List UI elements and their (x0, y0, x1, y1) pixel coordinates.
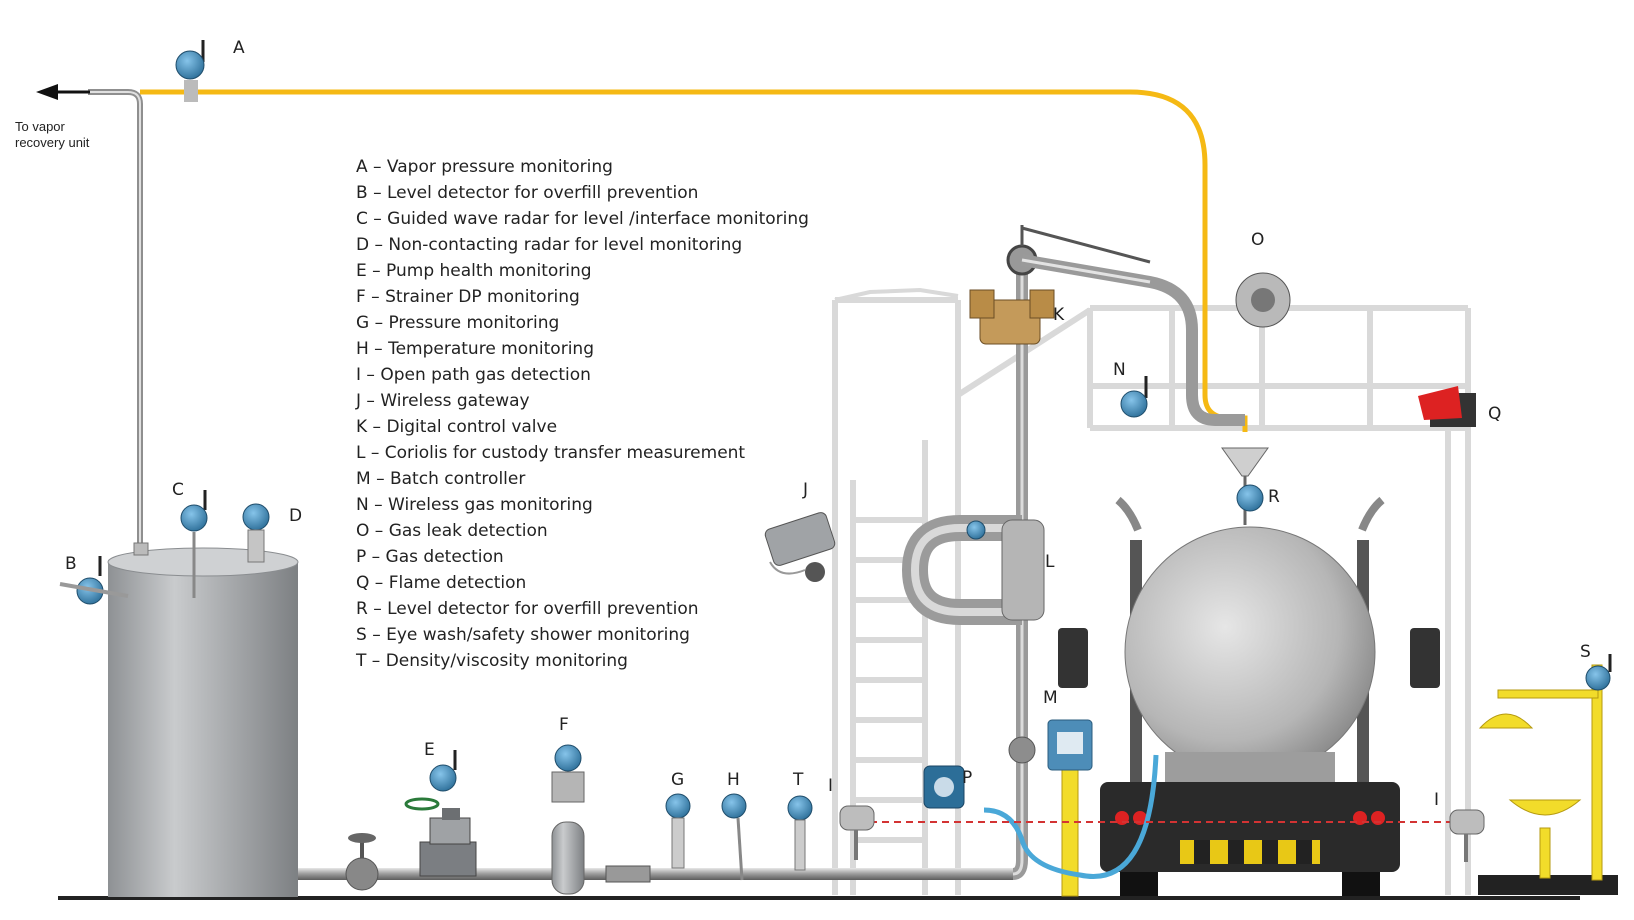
legend-item: P – Gas detection (356, 547, 504, 567)
digital-control-valve (969, 289, 1055, 345)
transmitter-f (551, 744, 585, 803)
transmitter-s (1585, 654, 1612, 691)
transmitter-e (404, 750, 457, 811)
tag-o: O (1251, 230, 1265, 250)
tag-t: T (793, 770, 804, 790)
legend-item: J – Wireless gateway (356, 391, 530, 411)
legend-item: A – Vapor pressure monitoring (356, 157, 613, 177)
legend-item: E – Pump health monitoring (356, 261, 592, 281)
legend-item: T – Density/viscosity monitoring (356, 651, 628, 671)
legend-item: D – Non-contacting radar for level monit… (356, 235, 743, 255)
vent-pipe (88, 89, 143, 545)
legend-item: N – Wireless gas monitoring (356, 495, 593, 515)
tag-i-left: I (828, 776, 834, 796)
transmitter-c (180, 490, 208, 598)
legend-item: K – Digital control valve (356, 417, 558, 437)
tag-g: G (671, 770, 685, 790)
tag-i-right: I (1434, 790, 1440, 810)
legend-item: Q – Flame detection (356, 573, 527, 593)
tag-k: K (1053, 305, 1065, 325)
transmitter-d (242, 503, 270, 563)
legend-item: F – Strainer DP monitoring (356, 287, 580, 307)
legend-item: R – Level detector for overfill preventi… (356, 599, 699, 619)
tag-e: E (424, 740, 435, 760)
tag-s: S (1580, 642, 1591, 662)
vent-pipe-highlight (88, 91, 141, 545)
loading-arm (1006, 225, 1269, 525)
gas-leak-detector (1235, 272, 1291, 328)
legend-item: C – Guided wave radar for level /interfa… (356, 209, 809, 229)
legend-item: O – Gas leak detection (356, 521, 548, 541)
process-pipe (298, 868, 1013, 880)
transmitter-a (175, 40, 205, 102)
open-path-detector-2 (1449, 809, 1485, 862)
tag-a: A (233, 38, 245, 58)
transmitter-l (966, 520, 986, 540)
pump (419, 808, 477, 877)
tag-b: B (65, 554, 77, 574)
strainer (551, 821, 651, 895)
transmitter-r (1236, 484, 1264, 512)
tag-n: N (1113, 360, 1126, 380)
vapor-arrow-icon (36, 84, 58, 100)
transmitter-g (665, 793, 691, 869)
grounding-cable (983, 754, 1159, 879)
gas-detector-p (923, 765, 965, 809)
transmitter-h (721, 793, 747, 881)
tag-m: M (1043, 688, 1058, 708)
tag-f: F (559, 715, 569, 735)
tank-truck (1058, 496, 1440, 896)
safety-shower-station (1478, 664, 1618, 895)
tag-r: R (1268, 487, 1280, 507)
legend-item: M – Batch controller (356, 469, 526, 489)
legend-item: B – Level detector for overfill preventi… (356, 183, 699, 203)
tag-d: D (289, 506, 303, 526)
block-valve (345, 833, 379, 891)
legend-item: S – Eye wash/safety shower monitoring (356, 625, 690, 645)
tag-l: L (1045, 552, 1055, 572)
open-path-detector-1 (839, 805, 875, 860)
transmitters (59, 40, 1612, 881)
instrument-legend: A – Vapor pressure monitoring B – Level … (356, 154, 809, 674)
storage-tank (107, 542, 299, 897)
tag-c: C (172, 480, 184, 500)
legend-item: H – Temperature monitoring (356, 339, 594, 359)
vapor-recovery-note: To vapor recovery unit (15, 119, 90, 150)
tag-p: P (962, 768, 973, 788)
wireless-gateway (764, 512, 836, 582)
tag-h: H (727, 770, 740, 790)
transmitter-t (787, 795, 813, 871)
tag-q: Q (1488, 404, 1502, 424)
legend-item: G – Pressure monitoring (356, 313, 560, 333)
transmitter-n (1120, 376, 1148, 418)
transmitter-b (59, 556, 129, 605)
legend-item: I – Open path gas detection (356, 365, 591, 385)
coriolis-meter (901, 515, 1045, 625)
pipe-ball-valve (1008, 736, 1036, 764)
legend-item: L – Coriolis for custody transfer measur… (356, 443, 746, 463)
flame-detector (1418, 386, 1476, 427)
tag-j: J (803, 480, 809, 500)
